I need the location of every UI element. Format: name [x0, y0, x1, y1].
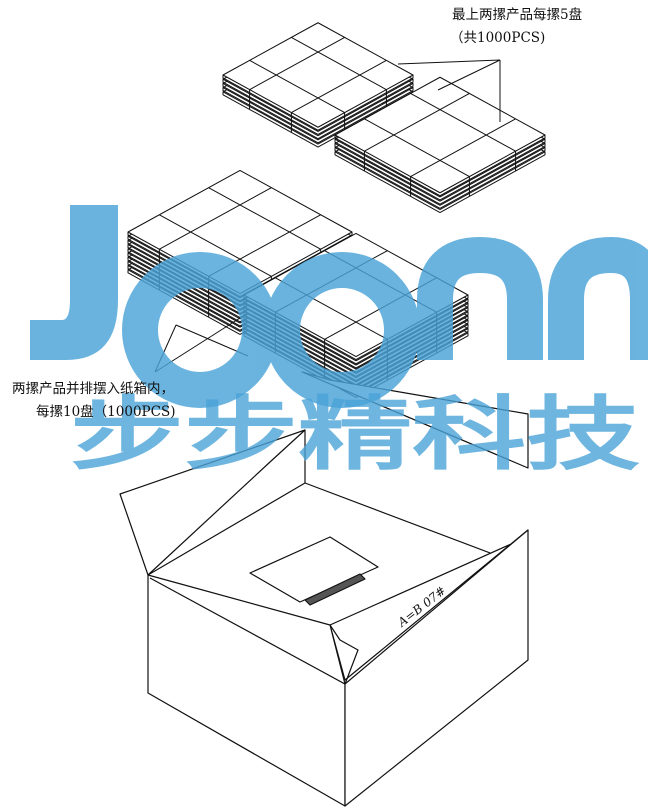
upper-stack-back	[222, 22, 414, 148]
top-stack-label-line1: 最上两摞产品每摞5盘	[452, 7, 583, 23]
lower-tray-stacks	[127, 169, 469, 398]
mid-stack-label-line2: 每摞10盘（1000PCS)	[36, 404, 176, 420]
upper-stack-front	[334, 76, 546, 214]
lower-stack-front	[243, 232, 469, 398]
upper-tray-stacks	[222, 22, 546, 214]
carton-box	[119, 371, 529, 807]
top-stack-label-line2: （共1000PCS)	[450, 30, 546, 46]
mid-stack-label-line1: 两摞产品并排摆入纸箱内，	[12, 381, 174, 397]
